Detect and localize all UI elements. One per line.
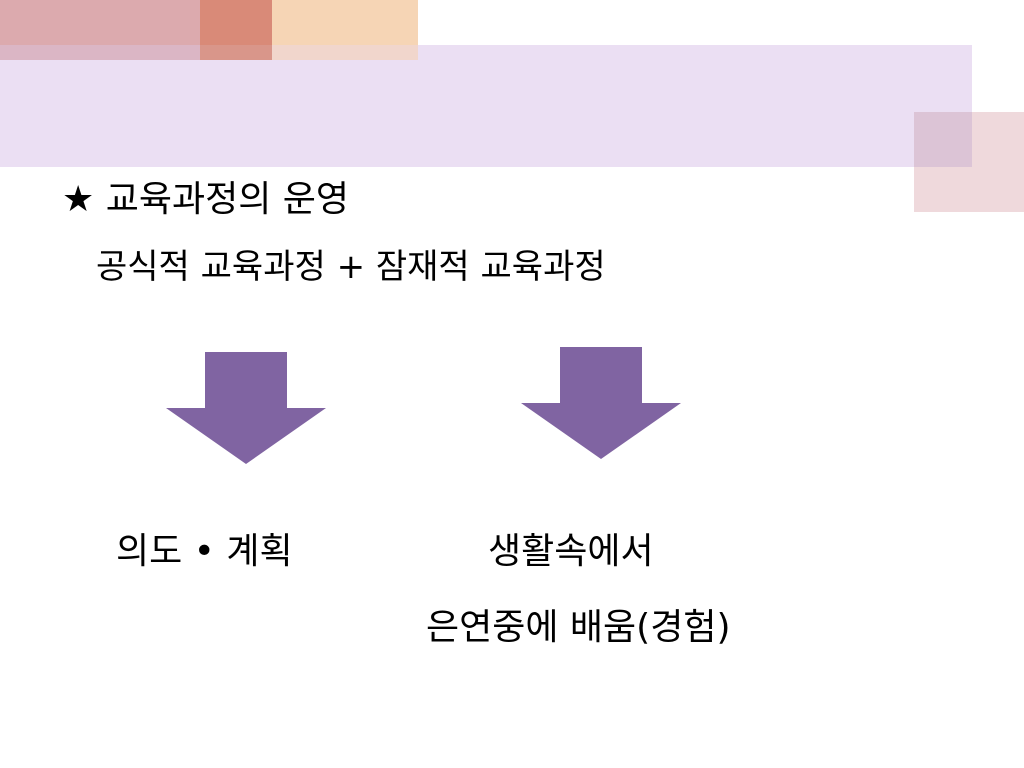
decorative-overlap-rose [0,45,200,60]
left-outcome-label: 의도 • 계획 [116,531,293,572]
decorative-overlap-peach [272,45,418,60]
decorative-overlap-right [914,112,972,167]
slide-heading: ★ 교육과정의 운영 [62,179,350,220]
slide-subheading: 공식적 교육과정 + 잠재적 교육과정 [96,247,606,287]
decorative-band [0,45,972,167]
decorative-overlap-coral [200,45,272,60]
down-arrow-icon [521,347,681,459]
down-arrow-icon [166,352,326,464]
right-outcome-label-line2: 은연중에 배움(경험) [426,607,731,648]
right-outcome-label-line1: 생활속에서 [488,531,654,572]
